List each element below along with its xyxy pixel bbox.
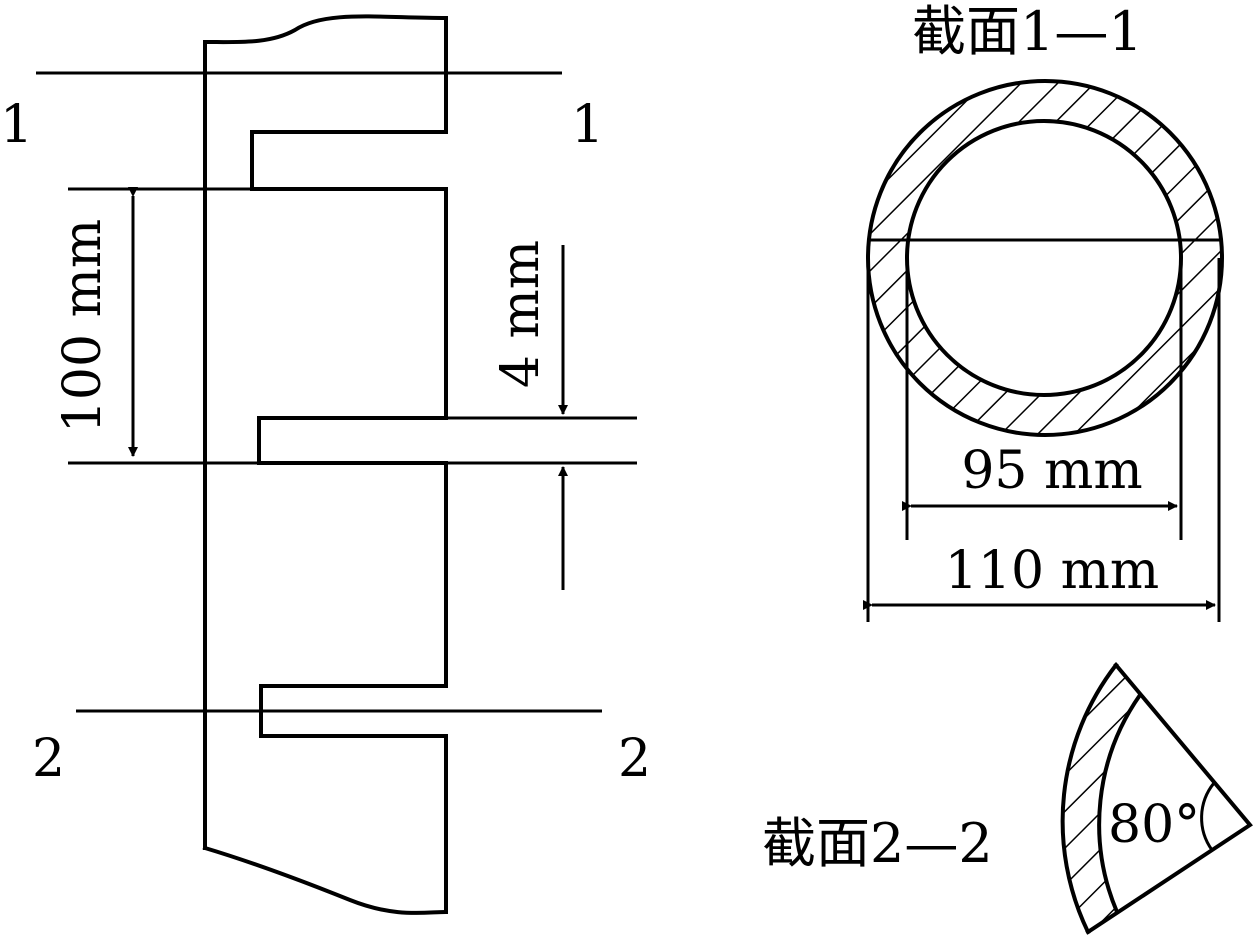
sector-edges [1085,662,1253,935]
sector-hatch [1063,665,1140,932]
dim-label-100: 100 mm [53,219,113,433]
pipe-top-break [202,14,449,45]
section-mark-1-left: 1 [0,95,33,155]
pipe-drawing [36,14,637,915]
section-mark-1-right: 1 [571,95,604,155]
section-title-2: 截面2—2 [762,812,993,875]
section-title-1: 截面1—1 [912,0,1143,63]
dim-label-4: 4 mm [491,240,551,388]
dim-label-110: 110 mm [945,541,1159,601]
inner-circle [905,119,1183,397]
section-mark-2-right: 2 [618,729,651,789]
section-1-view [863,79,1224,622]
section-mark-2-left: 2 [32,729,65,789]
pipe-right-edge-top [250,16,448,914]
angle-label-80: 80° [1108,795,1200,855]
pipe-bottom-break [202,845,449,915]
sector-outer-arc [1060,662,1119,935]
angle-arc [1200,782,1216,851]
outer-circle [866,79,1224,437]
sector-inner-arc [1097,692,1143,915]
section-2-view [1060,662,1253,935]
dim-label-95: 95 mm [961,441,1142,501]
